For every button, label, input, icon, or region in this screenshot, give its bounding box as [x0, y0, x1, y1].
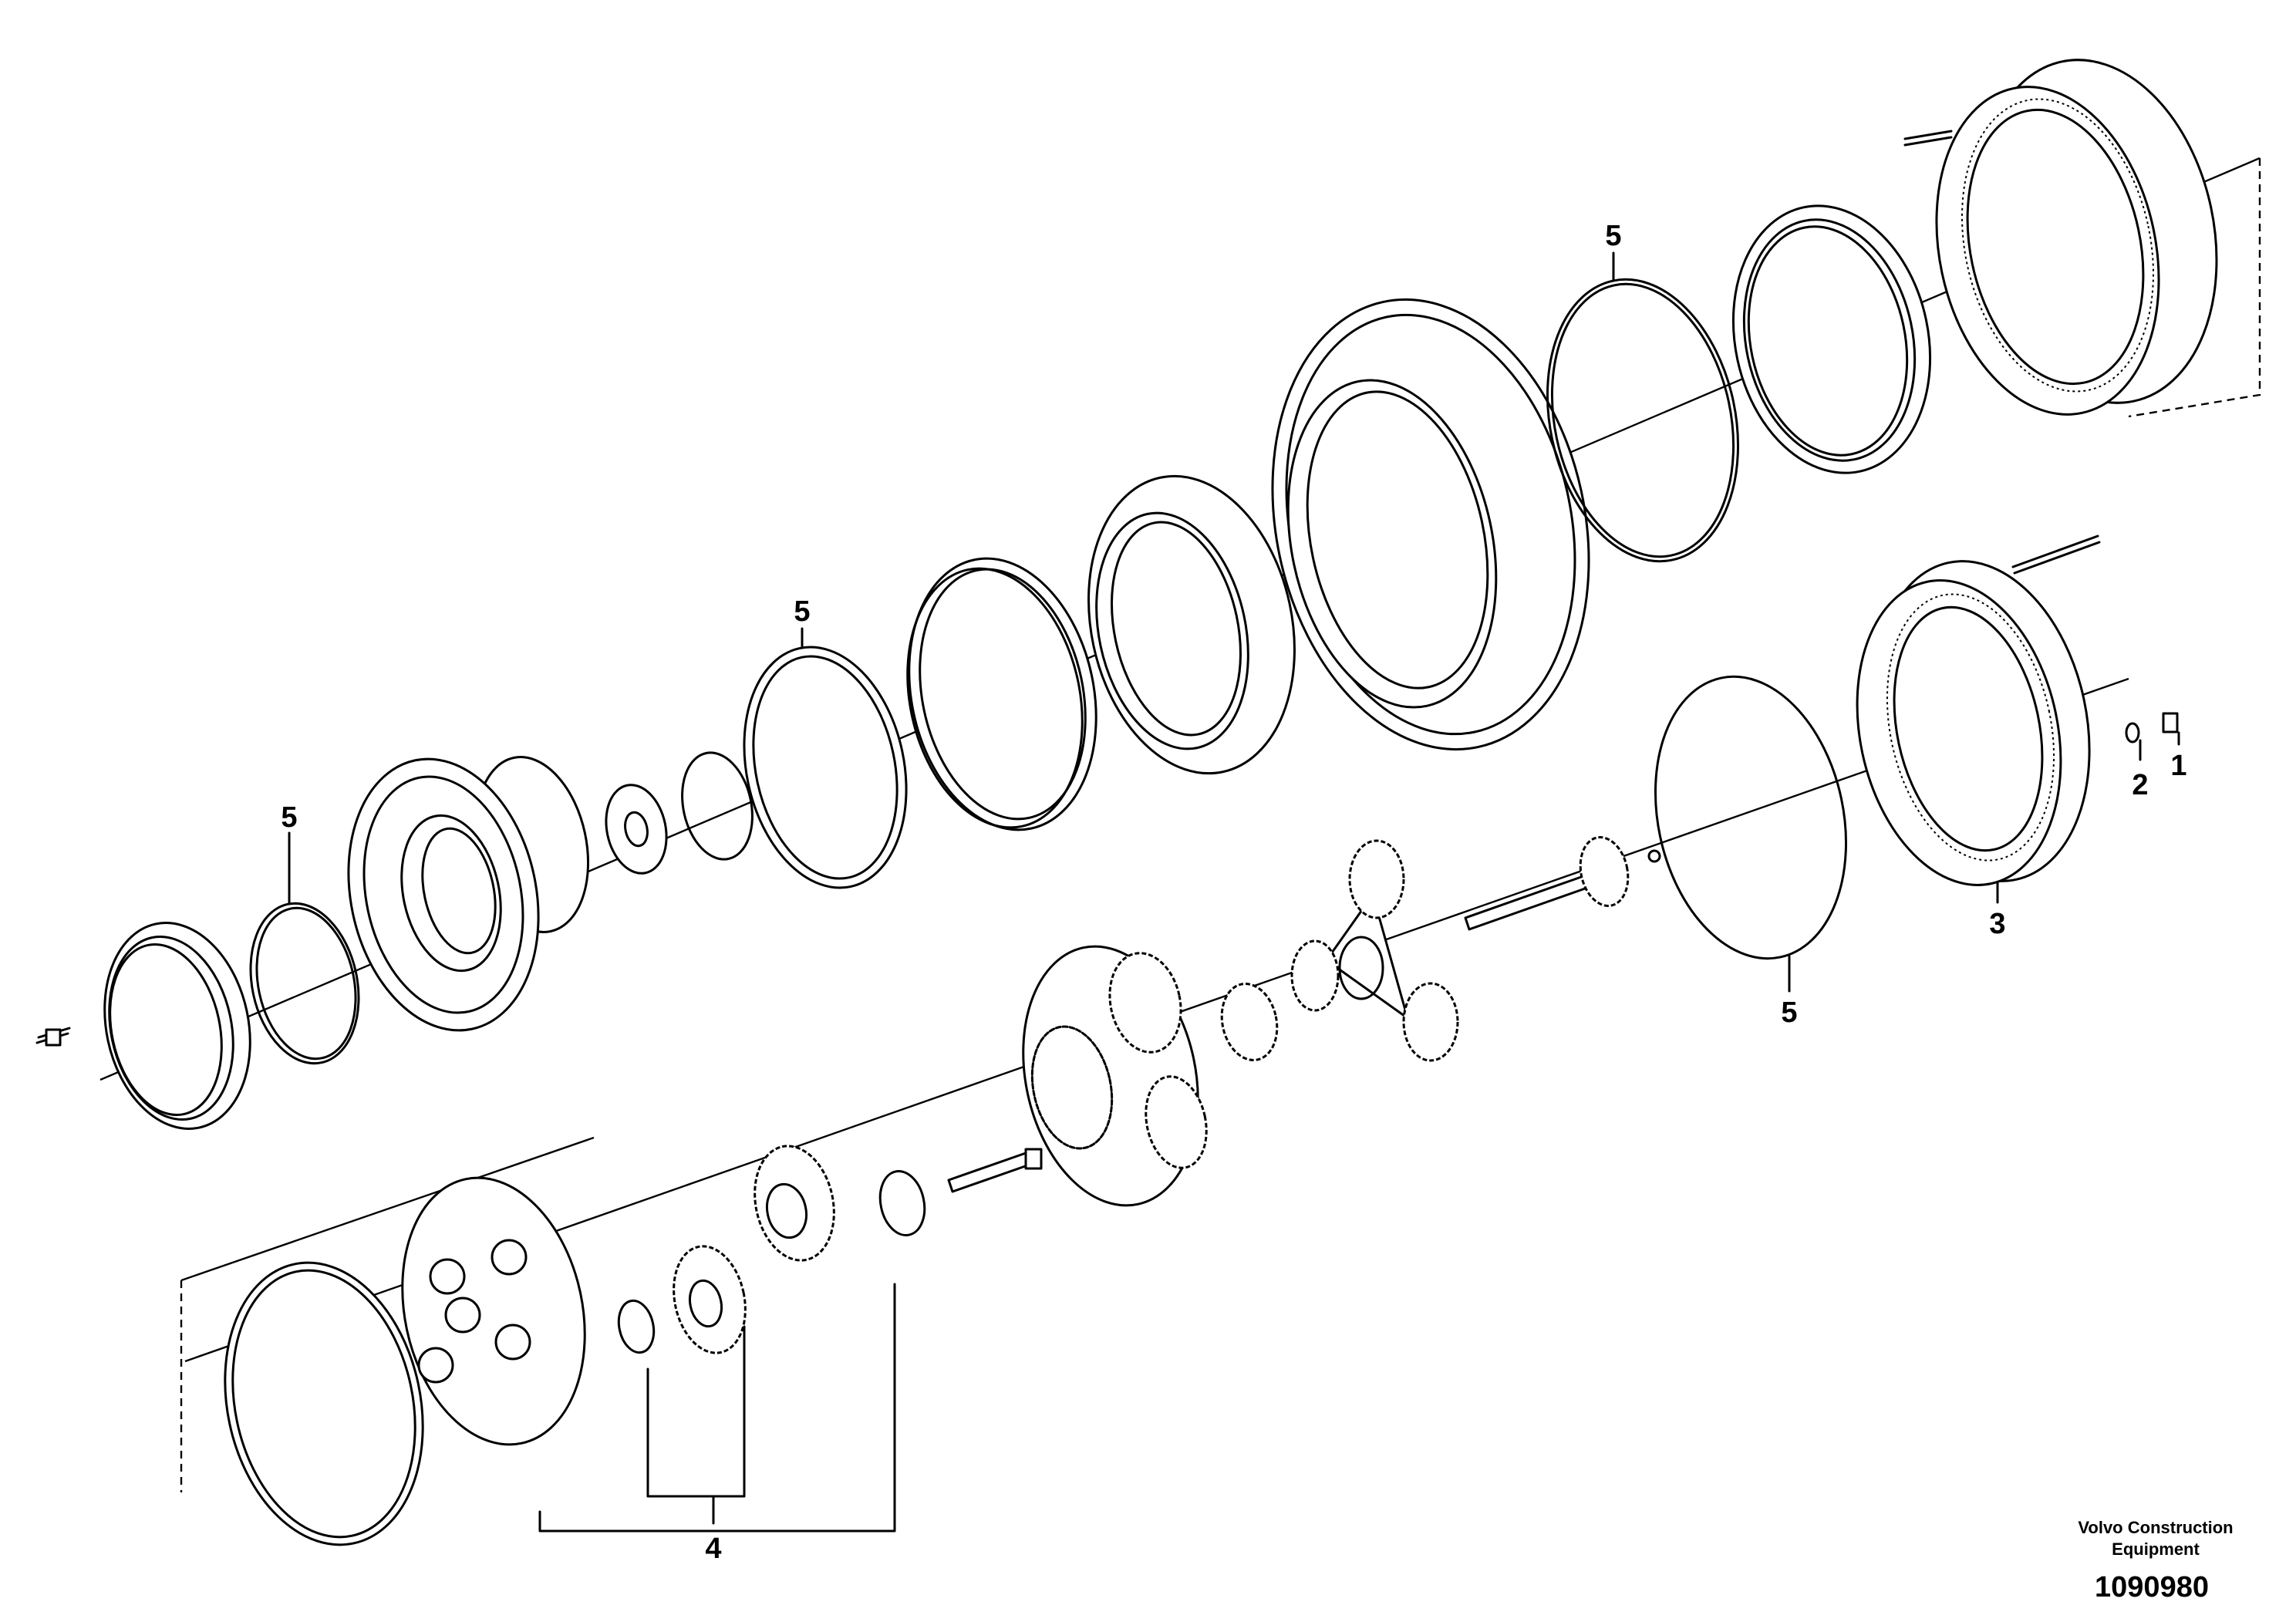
bearing-cone — [1087, 474, 1296, 775]
callout-5-top: 5 — [1605, 220, 1621, 252]
callout-5-mid: 5 — [794, 595, 810, 628]
sun-gear-disc — [1022, 945, 1208, 1207]
pinion-gear — [1220, 983, 1279, 1061]
callout-5-left: 5 — [281, 801, 297, 834]
planet-gear-top — [754, 1145, 835, 1262]
callout-4-bracket — [538, 1283, 896, 1533]
planet-carrier — [224, 1176, 586, 1546]
callout-4: 4 — [705, 1533, 721, 1565]
o-ring-left — [249, 902, 360, 1065]
ring-gear-3 — [1856, 534, 2101, 886]
planet-pin-bolt — [947, 1148, 1043, 1193]
drawing-number: 1090980 — [2095, 1571, 2209, 1603]
washer-2 — [2125, 722, 2140, 744]
bearing-cup — [906, 557, 1097, 831]
leader-lines — [288, 251, 2180, 993]
small-o-ring — [878, 1170, 926, 1236]
callout-5-lower: 5 — [1781, 996, 1797, 1029]
callout-1: 1 — [2170, 750, 2186, 782]
screw-1 — [2162, 712, 2179, 733]
ring-gear-housing — [1903, 59, 2218, 416]
hub-housing — [347, 756, 590, 1032]
seal-ring-top — [1731, 204, 1932, 474]
seal-ring-mid — [743, 646, 908, 889]
thrust-washer — [605, 784, 668, 875]
planet-gear-bottom — [617, 1245, 747, 1354]
callout-3: 3 — [1989, 908, 2005, 940]
o-ring-lower — [1654, 675, 1848, 960]
triangular-carrier — [1290, 839, 1459, 1062]
snap-ring — [681, 751, 754, 861]
wheel-housing — [1271, 298, 1590, 751]
sun-shaft — [1464, 836, 1661, 931]
company-name-line2: Equipment — [2112, 1539, 2200, 1559]
company-name-line1: Volvo Construction — [2078, 1518, 2233, 1537]
callout-2: 2 — [2132, 769, 2148, 801]
flange-ring — [35, 922, 251, 1130]
